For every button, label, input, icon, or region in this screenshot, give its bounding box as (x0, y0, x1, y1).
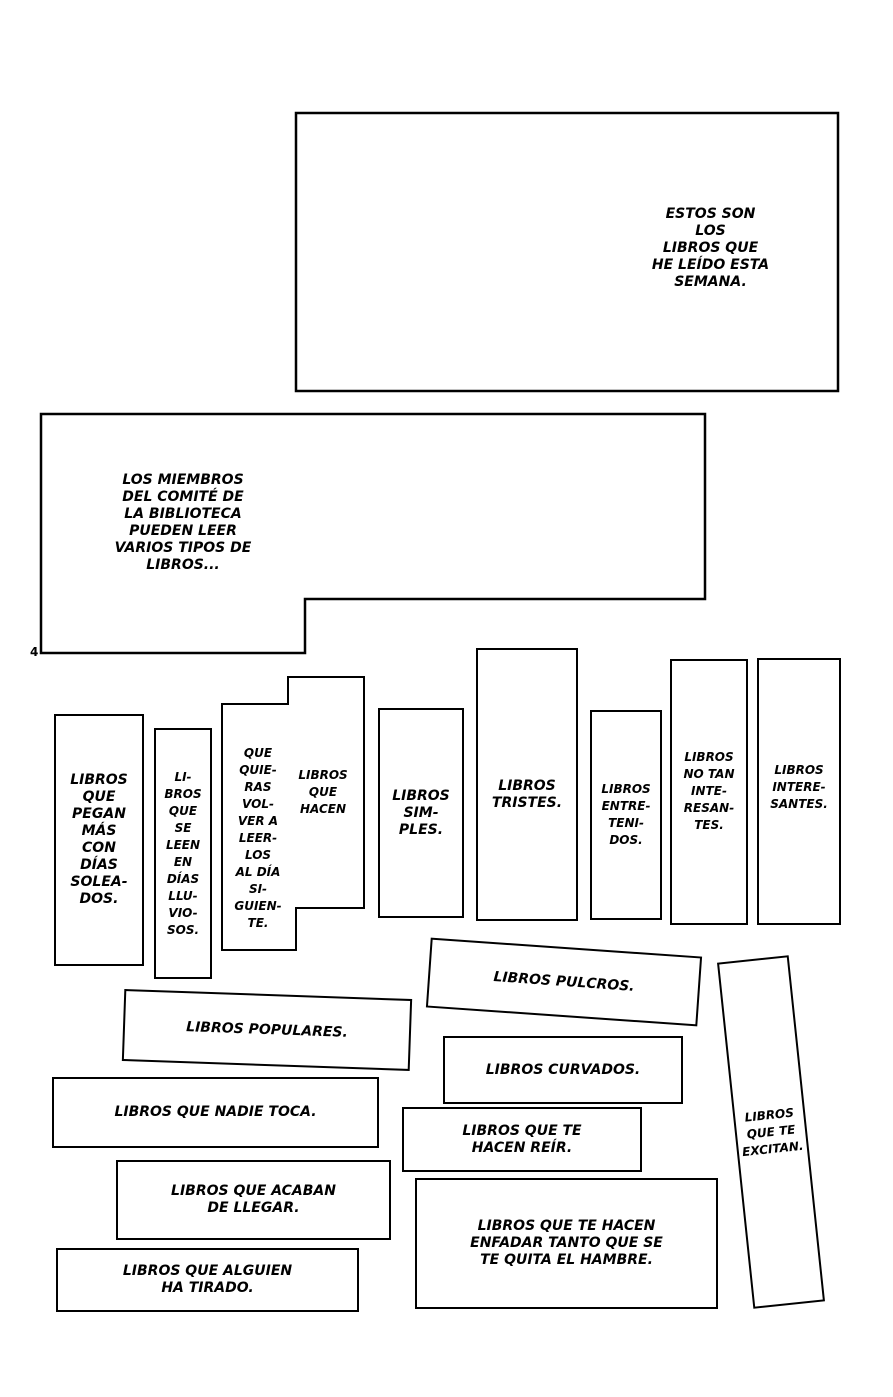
book-interesantes: LIBROS INTERE- SANTES. (757, 658, 841, 925)
book-tirado-label: LIBROS QUE ALGUIEN HA TIRADO. (122, 1263, 293, 1296)
book-populares-label: LIBROS POPULARES. (185, 1018, 349, 1041)
book-simples: LIBROS SIM- PLES. (378, 708, 464, 918)
book-tristes-label: LIBROS TRISTES. (491, 778, 563, 811)
book-populares: LIBROS POPULARES. (121, 988, 413, 1072)
book-no-tan: LIBROS NO TAN INTE- RESAN- TES. (670, 659, 748, 925)
book-excitan-label: LIBROS QUE TE EXCITAN. (741, 1105, 805, 1159)
panel-2-caption: LOS MIEMBROS DEL COMITÉ DE LA BIBLIOTECA… (114, 472, 252, 573)
book-reir: LIBROS QUE TE HACEN REÍR. (402, 1107, 642, 1172)
book-curvados: LIBROS CURVADOS. (443, 1036, 683, 1104)
book-tristes: LIBROS TRISTES. (476, 648, 578, 921)
book-no-tan-label: LIBROS NO TAN INTE- RESAN- TES. (683, 750, 735, 832)
book-enfadar: LIBROS QUE TE HACEN ENFADAR TANTO QUE SE… (415, 1178, 718, 1309)
book-hacen-label: LIBROS QUE HACEN (298, 768, 348, 816)
book-lluviosos: LI- BROS QUE SE LEEN EN DÍAS LLU- VIO- S… (154, 728, 212, 979)
book-acaban: LIBROS QUE ACABAN DE LLEGAR. (116, 1160, 391, 1240)
book-acaban-label: LIBROS QUE ACABAN DE LLEGAR. (171, 1183, 336, 1216)
book-simples-label: LIBROS SIM- PLES. (392, 787, 450, 838)
book-curvados-label: LIBROS CURVADOS. (485, 1061, 641, 1078)
panel-2-frame (39, 412, 707, 655)
book-nadie-toca: LIBROS QUE NADIE TOCA. (52, 1077, 379, 1148)
book-nadie-toca-label: LIBROS QUE NADIE TOCA. (114, 1104, 317, 1120)
book-lluviosos-label: LI- BROS QUE SE LEEN EN DÍAS LLU- VIO- S… (164, 769, 202, 937)
book-interesantes-label: LIBROS INTERE- SANTES. (770, 763, 828, 811)
book-entretenidos: LIBROS ENTRE- TENI- DOS. (590, 710, 662, 920)
book-pegan-label: LIBROS QUE PEGAN MÁS CON DÍAS SOLEA- DOS… (70, 772, 128, 907)
panel-1-caption: ESTOS SON LOS LIBROS QUE HE LEÍDO ESTA S… (651, 206, 770, 290)
book-pegan: LIBROS QUE PEGAN MÁS CON DÍAS SOLEA- DOS… (54, 714, 144, 966)
book-quieras-label: QUE QUIE- RAS VOL- VER A LEER- LOS AL DÍ… (234, 746, 282, 930)
book-notched-frame (221, 676, 365, 951)
book-pulcros-label: LIBROS PULCROS. (492, 968, 636, 995)
book-entretenidos-label: LIBROS ENTRE- TENI- DOS. (601, 782, 651, 847)
book-tirado: LIBROS QUE ALGUIEN HA TIRADO. (56, 1248, 359, 1312)
book-reir-label: LIBROS QUE TE HACEN REÍR. (462, 1122, 582, 1156)
panel-1-frame (294, 111, 840, 393)
book-enfadar-label: LIBROS QUE TE HACEN ENFADAR TANTO QUE SE… (470, 1218, 663, 1268)
page-number: 4 (30, 645, 39, 659)
